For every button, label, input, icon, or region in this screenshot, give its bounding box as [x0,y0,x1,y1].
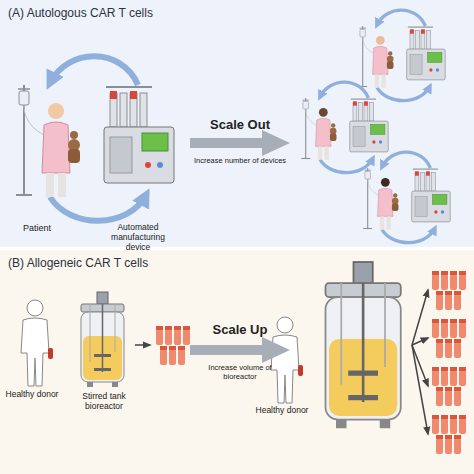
allogeneic-process [21,262,466,454]
text-label: Healthy donor [4,390,60,400]
panel-band: (B) Allogeneic CAR T cells [0,250,474,474]
text-label: Scale Up [185,323,295,338]
panel-title: (B) Allogeneic CAR T cells [8,256,148,270]
autologous-cycle [16,10,450,242]
scale-up-arrow [190,337,290,363]
text-label: Increase number of devices [180,157,300,166]
text-label: Automated manufacturing device [98,223,178,252]
panel-ground [0,0,474,247]
panel-title: (A) Autologous CAR T cells [8,6,153,20]
text-label: Stirred tank bioreactor [64,392,144,412]
text-label: Scale Out [185,118,295,133]
text-label: Healthy donor [254,406,310,416]
text-label: Patient [12,223,62,233]
panel-ground [0,250,474,474]
text-label: Increase volume of bioreactor [195,364,285,381]
scale-out-arrow [190,130,290,156]
